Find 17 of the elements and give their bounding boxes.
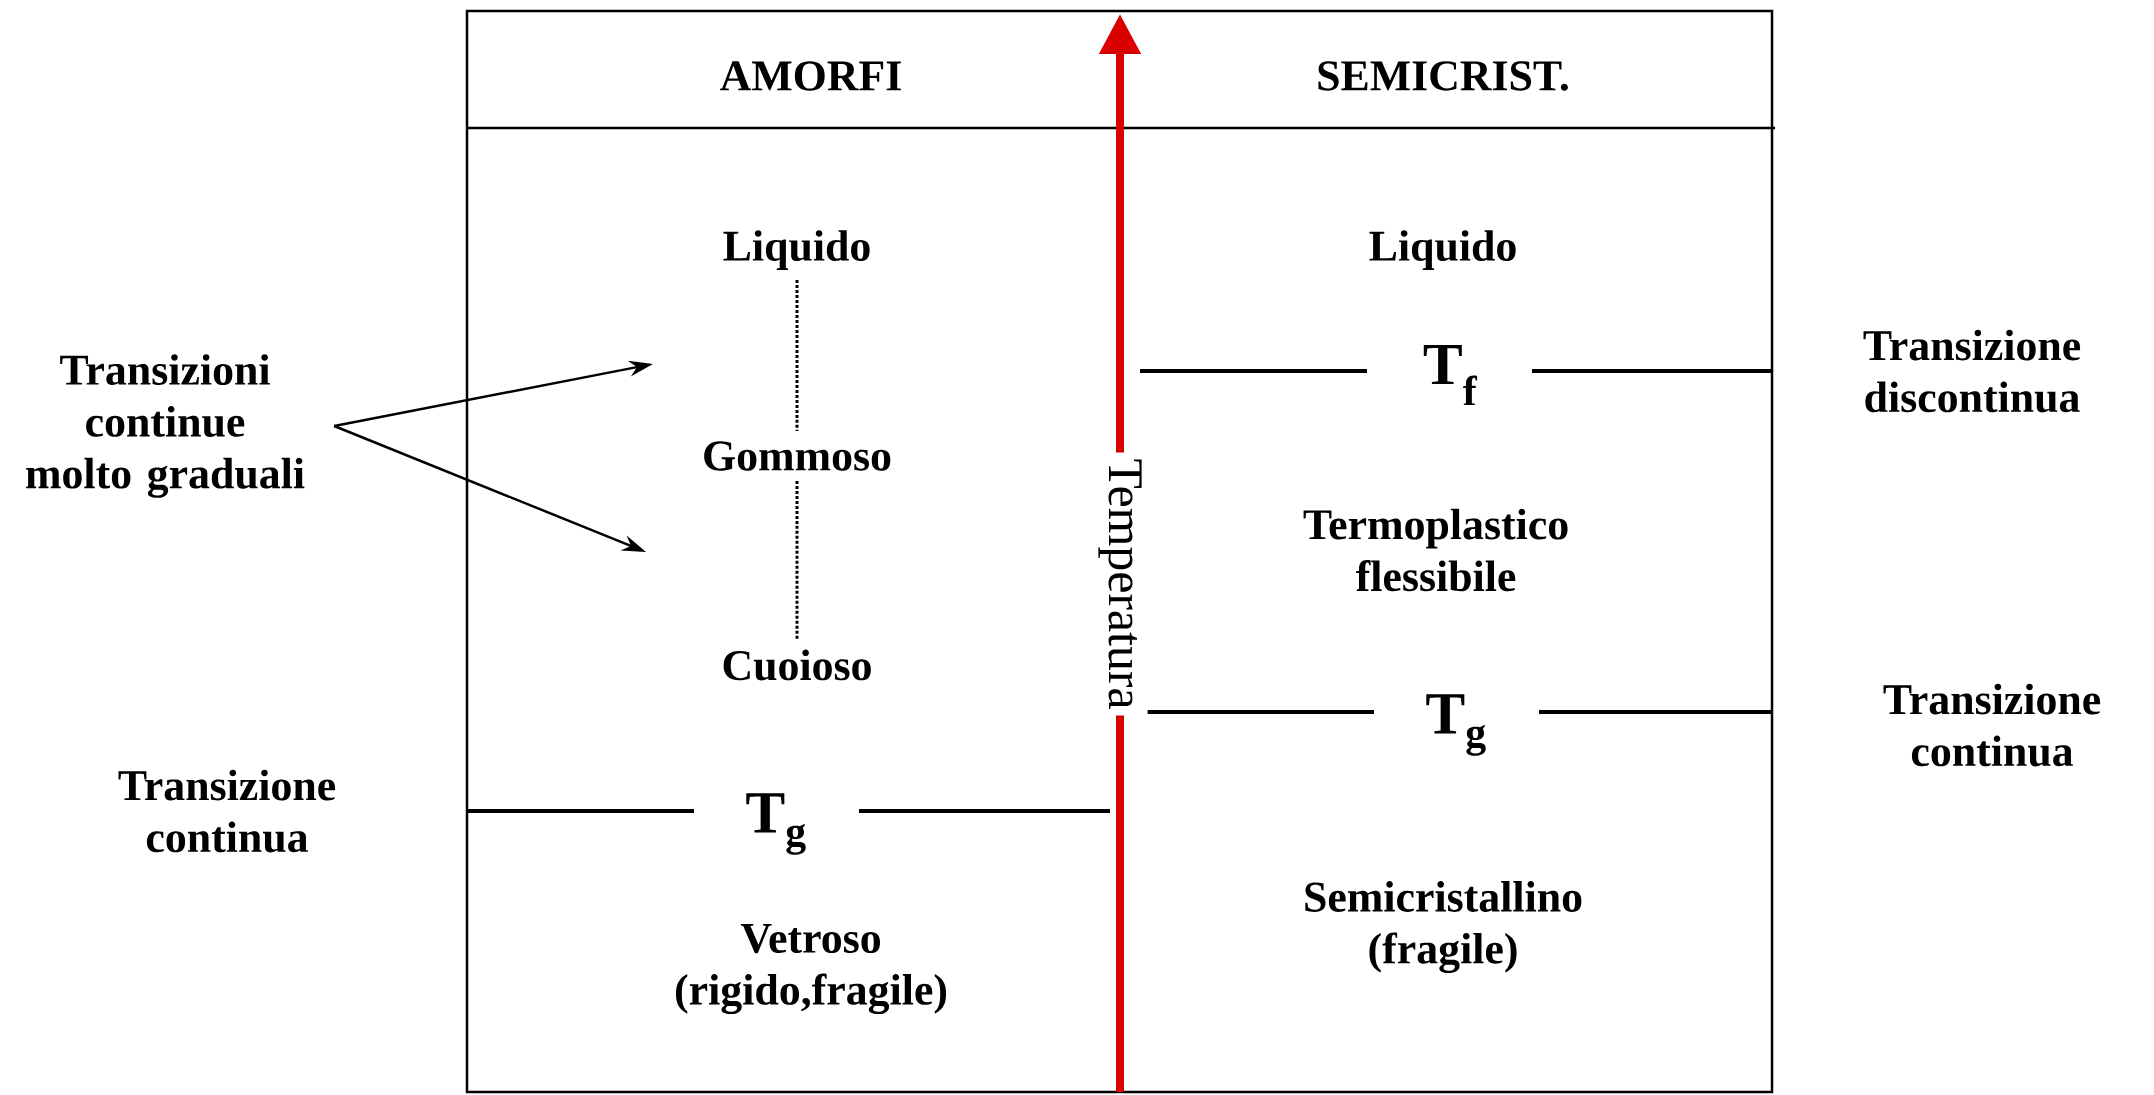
transition-label: Transizione continua <box>118 769 336 853</box>
temperature-symbol: T$_{g}$ <box>1426 694 1486 756</box>
temperature-symbol: T$_{f}$ <box>1423 344 1478 406</box>
axis-label: Temperatura <box>1092 452 1148 716</box>
header-label: SEMICRIST. <box>1318 61 1568 91</box>
state-label: Termoplastico flessibile <box>1303 508 1568 592</box>
transition-label: Transizione continua <box>1883 683 2101 767</box>
state-label: Transizioni continue molto graduali <box>26 354 305 498</box>
state-label: Liquido <box>1369 230 1516 270</box>
header-label: AMORFI <box>720 61 901 91</box>
state-label: Gommoso <box>704 441 891 471</box>
temperature-symbol: T$_{g}$ <box>746 793 806 855</box>
state-label: Vetroso (rigido,fragile) <box>676 923 947 1015</box>
state-label: Cuoioso <box>723 649 871 681</box>
state-label: Liquido <box>723 230 870 270</box>
state-label: Semicristallino (fragile) <box>1305 881 1582 973</box>
transition-label: Transizione discontinua <box>1863 329 2081 413</box>
